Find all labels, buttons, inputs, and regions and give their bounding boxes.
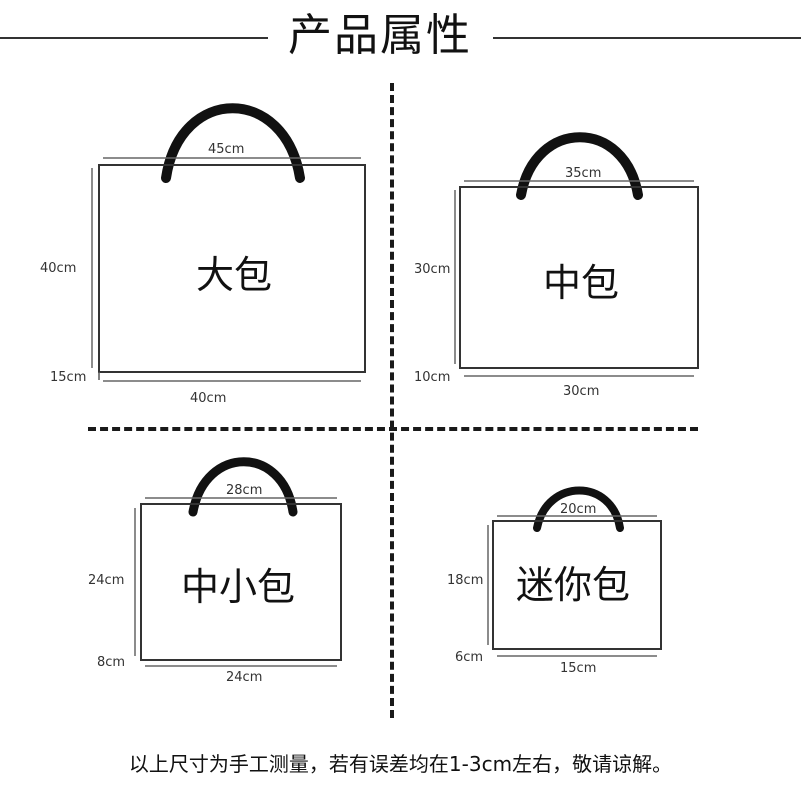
measurement-disclaimer: 以上尺寸为手工测量，若有误差均在1-3cm左右，敬请谅解。 — [128, 752, 673, 776]
bag-medium-width-top: 35cm — [565, 166, 602, 181]
bag-small-medium-name: 中小包 — [181, 565, 296, 609]
bag-large-depth: 15cm — [50, 370, 87, 385]
bag-small-medium-handle — [188, 457, 298, 517]
bag-medium-height: 30cm — [414, 262, 451, 277]
bag-small-medium-depth: 8cm — [97, 655, 126, 670]
bag-large-handle — [161, 103, 305, 183]
bag-medium-illustration — [454, 132, 699, 377]
bag-mini-handle — [533, 486, 624, 532]
horizontal-divider — [88, 427, 698, 431]
vertical-divider — [390, 83, 394, 718]
bag-mini-depth: 6cm — [455, 650, 484, 665]
bag-mini-height: 18cm — [447, 573, 484, 588]
bag-medium-handle — [516, 132, 643, 200]
header-rule-left — [0, 37, 268, 39]
bag-small-medium-body — [140, 503, 342, 661]
header-rule-right — [493, 37, 801, 39]
bag-small-medium-height: 24cm — [88, 573, 125, 588]
page-title: 产品属性 — [288, 10, 472, 61]
bag-medium-width-bottom: 30cm — [563, 384, 600, 399]
bag-mini-width-bottom: 15cm — [560, 661, 597, 676]
bag-mini-width-top: 20cm — [560, 502, 597, 517]
bag-large-body — [98, 164, 366, 373]
bag-large-width-bottom: 40cm — [190, 391, 227, 406]
bag-small-medium-width-top: 28cm — [226, 483, 263, 498]
bag-mini-name: 迷你包 — [516, 563, 631, 607]
bag-small-medium-illustration — [134, 457, 342, 667]
bag-large-width-top: 45cm — [208, 142, 245, 157]
bag-medium-depth: 10cm — [414, 370, 451, 385]
bag-small-medium-width-bottom: 24cm — [226, 670, 263, 685]
bag-large-height: 40cm — [40, 261, 77, 276]
bag-large-name: 大包 — [196, 253, 273, 297]
bag-mini-body — [492, 520, 662, 650]
bag-large-illustration — [91, 103, 366, 382]
bag-medium-body — [459, 186, 699, 369]
bag-mini-illustration — [487, 486, 662, 657]
bag-medium-name: 中包 — [543, 261, 620, 305]
